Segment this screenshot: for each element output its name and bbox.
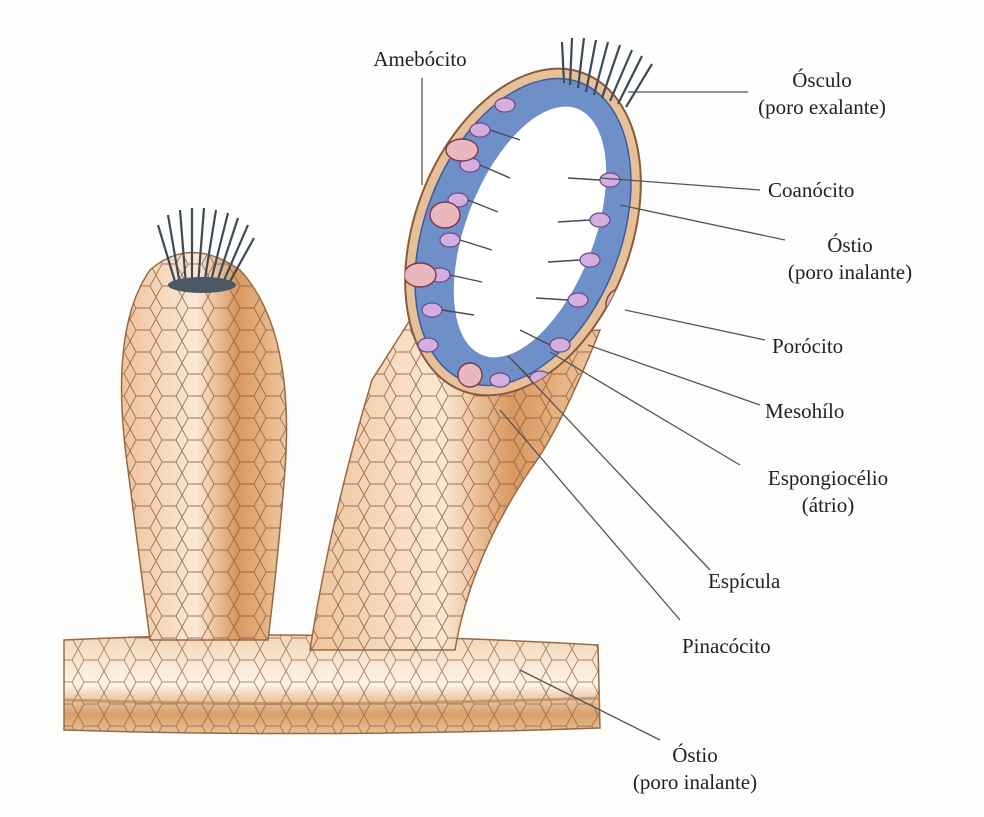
label-espongiocelio: Espongiocélio(átrio) <box>728 465 928 519</box>
label-pinacocito: Pinacócito <box>682 633 832 660</box>
label-osculo: Ósculo(poro exalante) <box>722 67 922 121</box>
label-porocito: Porócito <box>772 333 902 360</box>
label-ostio-bottom: Óstio(poro inalante) <box>605 742 785 796</box>
left-sponge-tube <box>122 253 287 641</box>
label-amebocito: Amebócito <box>355 46 485 73</box>
label-mesohilo: Mesohílo <box>765 398 895 425</box>
label-ostio-top: Óstio(poro inalante) <box>760 232 940 286</box>
label-espicula: Espícula <box>708 568 828 595</box>
label-coanocito: Coanócito <box>768 177 918 204</box>
